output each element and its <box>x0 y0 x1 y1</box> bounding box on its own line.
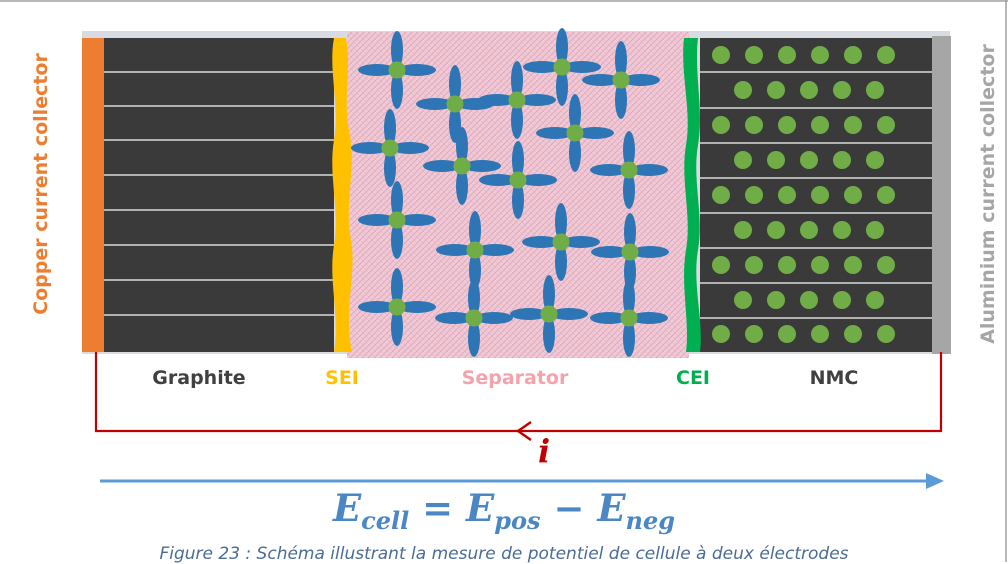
nmc-particle <box>844 256 862 274</box>
eq-minus: − <box>540 486 598 530</box>
nmc-particle <box>745 325 763 343</box>
nmc-particle <box>866 221 884 239</box>
nmc-particle <box>767 81 785 99</box>
nmc-particle <box>734 291 752 309</box>
nmc-particle <box>778 256 796 274</box>
nmc-particle <box>745 186 763 204</box>
nmc-particle <box>734 81 752 99</box>
eq-neg-sub: neg <box>625 506 676 535</box>
nmc-particle <box>767 291 785 309</box>
cei-label: CEI <box>676 367 710 389</box>
current-symbol: i <box>538 432 551 470</box>
nmc-particle <box>833 221 851 239</box>
nmc-particle <box>778 186 796 204</box>
nmc-particle <box>778 46 796 64</box>
nmc-particle <box>712 46 730 64</box>
cei-layer <box>683 38 701 352</box>
eq-lhs: E <box>332 486 362 530</box>
nmc-particle <box>745 116 763 134</box>
nmc-particle <box>767 221 785 239</box>
nmc-particle <box>866 291 884 309</box>
nmc-particle <box>811 46 829 64</box>
nmc-particle <box>844 325 862 343</box>
nmc-particle <box>877 46 895 64</box>
sei-label: SEI <box>325 367 359 389</box>
aluminium-collector-label: Aluminium current collector <box>977 44 999 344</box>
nmc-particle <box>844 116 862 134</box>
nmc-particle <box>877 116 895 134</box>
nmc-particle <box>811 325 829 343</box>
nmc-layer <box>700 38 932 352</box>
nmc-particle <box>844 186 862 204</box>
nmc-particle <box>712 256 730 274</box>
separator-label: Separator <box>461 367 569 389</box>
nmc-particle <box>811 186 829 204</box>
nmc-particle <box>800 81 818 99</box>
nmc-particle <box>745 256 763 274</box>
nmc-particle <box>866 81 884 99</box>
cell-potential-equation: Ecell = Epos − Eneg <box>0 486 1008 535</box>
nmc-particle <box>877 256 895 274</box>
nmc-particle <box>811 116 829 134</box>
nmc-particle <box>833 291 851 309</box>
aluminium-collector <box>932 36 951 354</box>
nmc-particle <box>745 46 763 64</box>
nmc-particle <box>734 221 752 239</box>
nmc-particle <box>866 151 884 169</box>
eq-equals: = <box>409 486 467 530</box>
figure-caption: Figure 23 : Schéma illustrant la mesure … <box>159 544 849 564</box>
nmc-particle <box>734 151 752 169</box>
nmc-particle <box>877 325 895 343</box>
sei-layer <box>332 38 353 352</box>
copper-collector <box>82 38 104 352</box>
copper-collector-label: Copper current collector <box>30 53 52 315</box>
nmc-particle <box>712 325 730 343</box>
nmc-label: NMC <box>809 367 859 389</box>
nmc-particle <box>778 325 796 343</box>
current-arrowhead <box>515 421 532 441</box>
nmc-particle <box>833 151 851 169</box>
eq-pos-sub: pos <box>494 506 541 535</box>
graphite-label: Graphite <box>152 367 246 389</box>
nmc-particle <box>778 116 796 134</box>
nmc-particle <box>833 81 851 99</box>
nmc-particle <box>712 186 730 204</box>
nmc-particle <box>877 186 895 204</box>
eq-lhs-sub: cell <box>361 506 410 535</box>
nmc-particle <box>811 256 829 274</box>
potential-arrow <box>100 473 944 489</box>
nmc-particle <box>800 291 818 309</box>
nmc-particle <box>767 151 785 169</box>
eq-neg: E <box>597 486 626 530</box>
external-circuit <box>94 352 943 433</box>
graphite-layer <box>104 38 334 352</box>
nmc-particle <box>800 151 818 169</box>
nmc-particle <box>712 116 730 134</box>
nmc-particle <box>800 221 818 239</box>
nmc-particle <box>844 46 862 64</box>
eq-pos: E <box>466 486 495 530</box>
